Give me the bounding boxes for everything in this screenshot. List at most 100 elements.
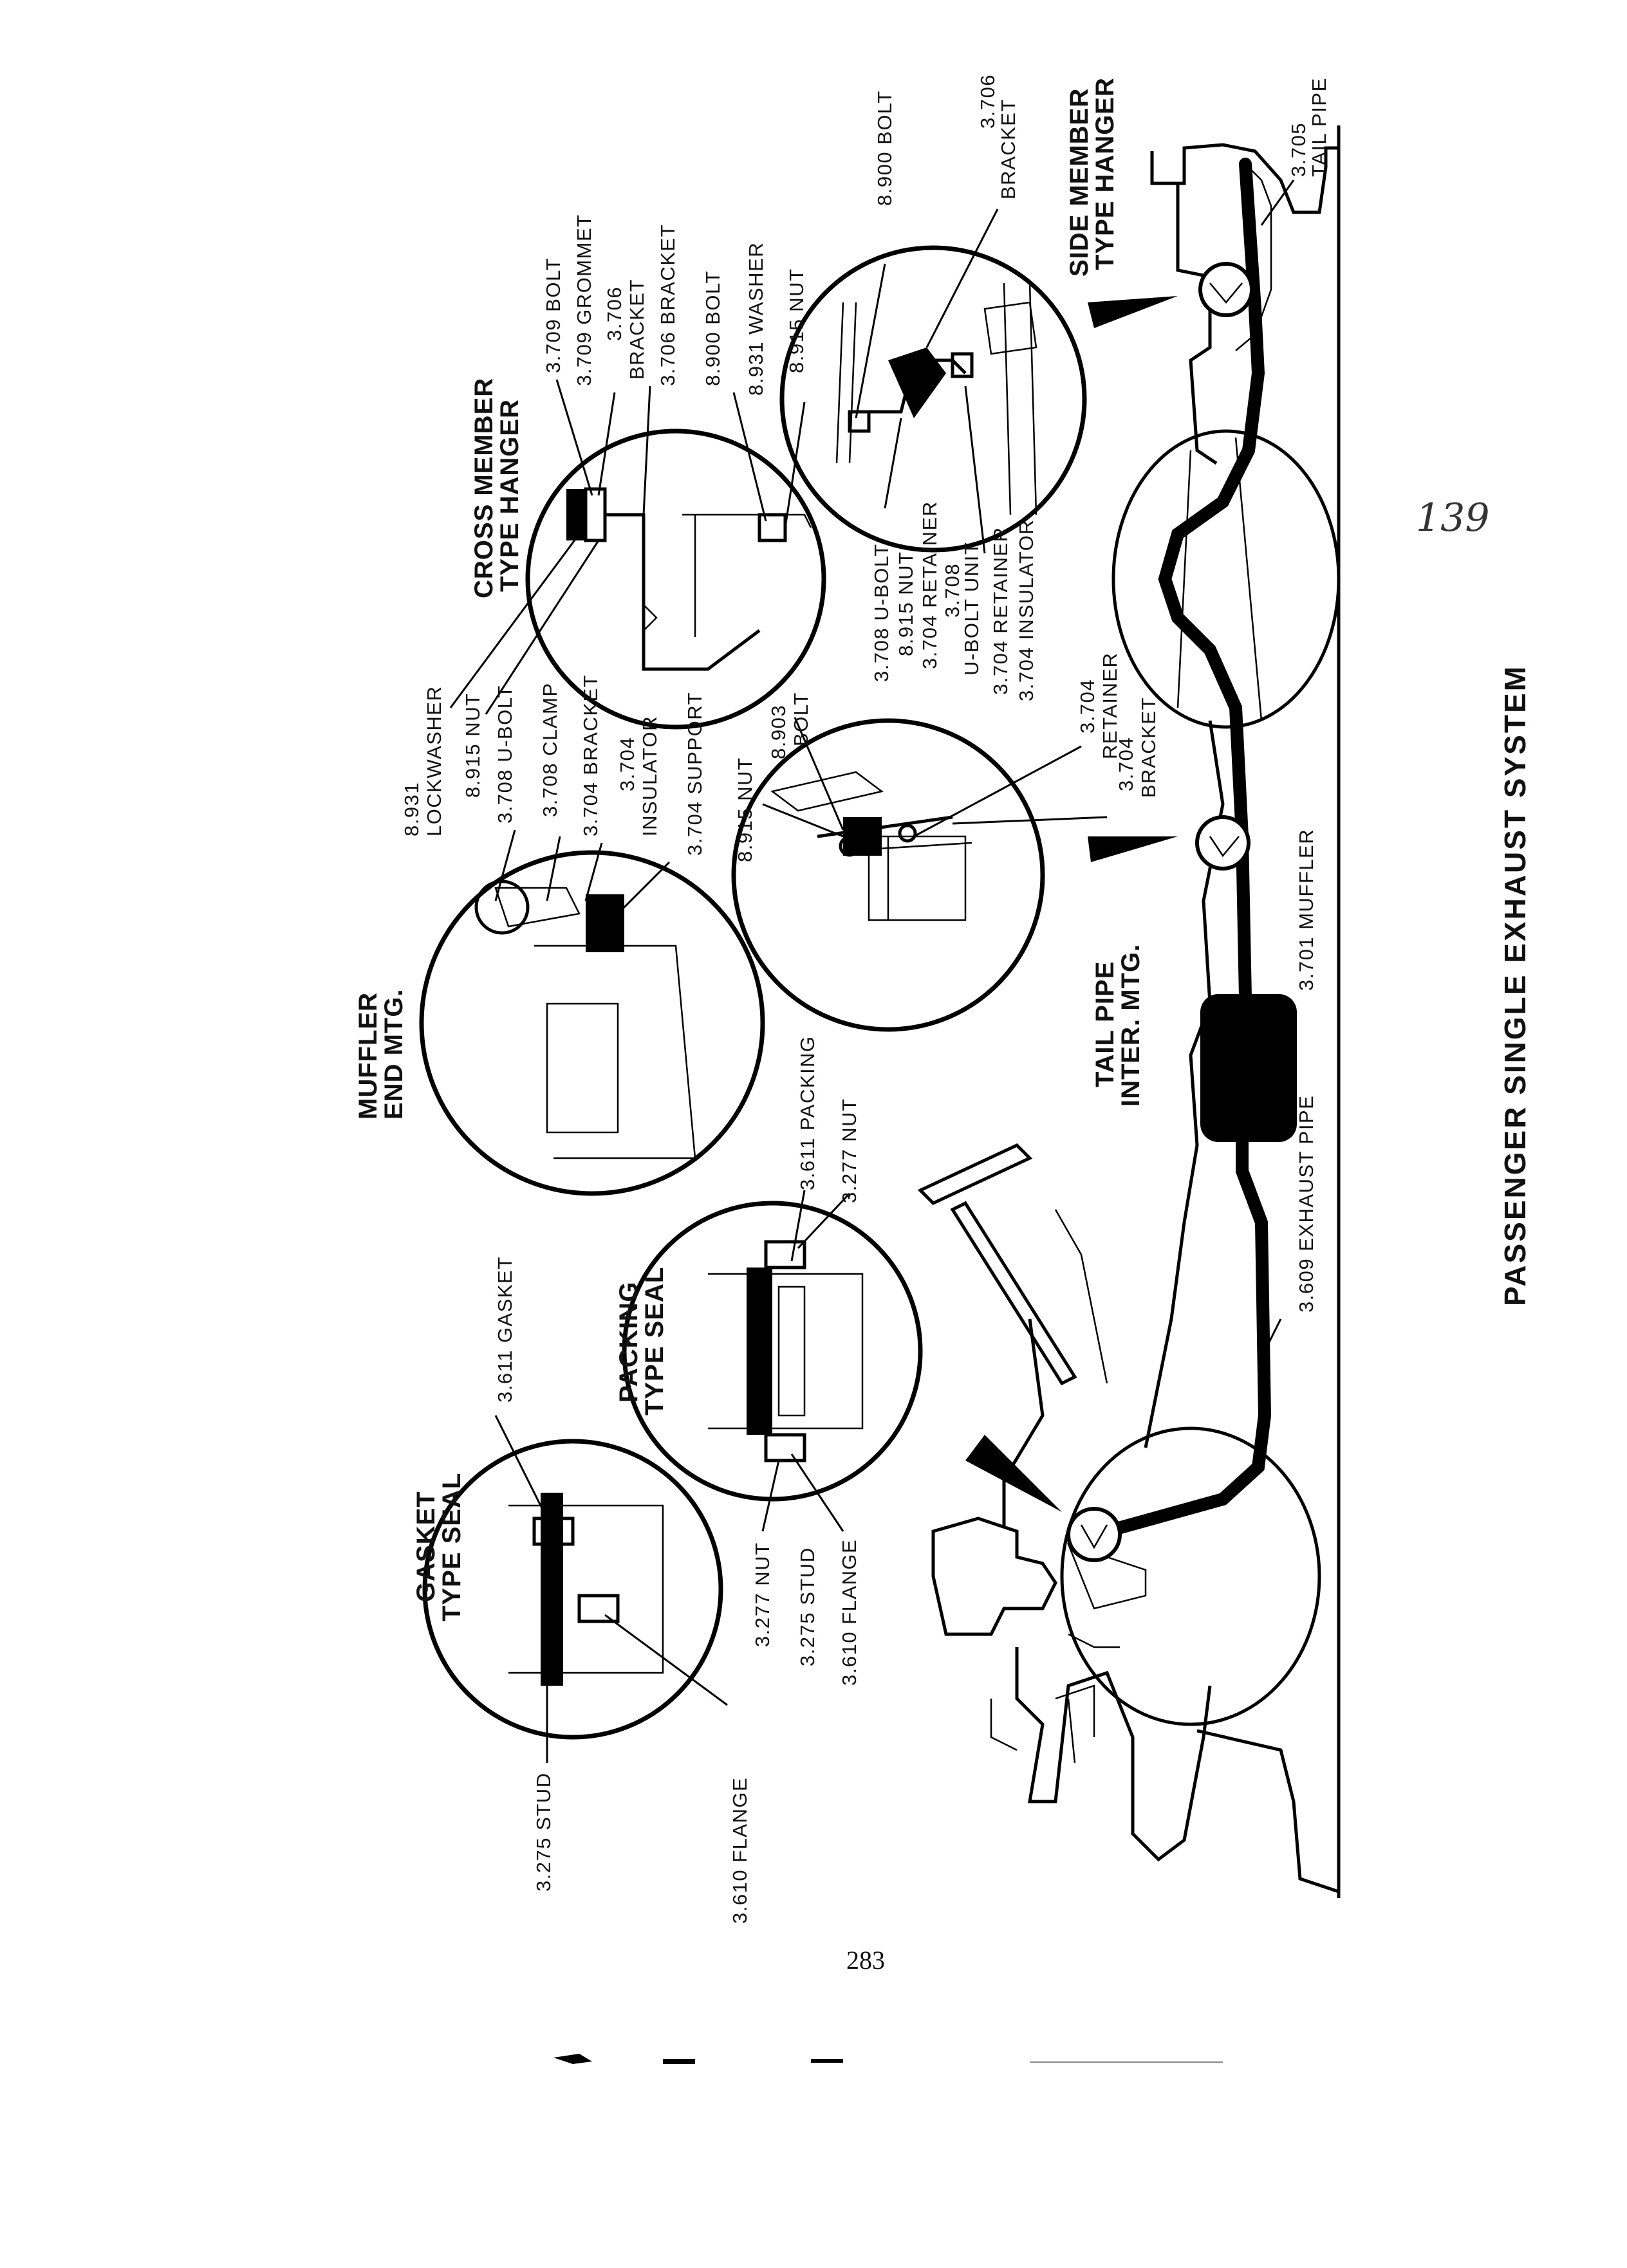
side-bolt-label: 8.900 BOLT (873, 90, 896, 206)
engine-detail (1066, 1542, 1147, 1610)
leader-packing-flange (790, 1453, 844, 1532)
gasket-nut-top (532, 1517, 575, 1546)
side-member-locator-detail (1209, 282, 1243, 304)
crossmember-bar (917, 1143, 1033, 1206)
transmission-outline (1002, 1318, 1045, 1544)
frame-front-detail (1055, 1684, 1095, 1764)
frame-front-tab (990, 1699, 1018, 1751)
cross-nut-label: 8.915 NUT (785, 268, 808, 373)
gasket-title-1: GASKET (412, 1491, 440, 1602)
leader-muffler (1254, 997, 1282, 1043)
cross-member-clip (643, 604, 658, 631)
muffler-clamp-label: 3.708 CLAMP (539, 683, 561, 818)
packing-flange-label: 3.610 FLANGE (838, 1539, 860, 1686)
leader-cross-grommet (597, 392, 616, 496)
side-bracket-label-num: 3.706 (976, 74, 999, 129)
muffler-ubolt-label: 3.708 U-BOLT (494, 685, 516, 824)
packing-nut-bottom (764, 1433, 806, 1462)
leader-side-ubolt (884, 418, 902, 509)
leader-tail-pipe (1260, 180, 1295, 226)
side-bracket-label: BRACKET (997, 98, 1019, 199)
engine-bolt (1068, 1633, 1120, 1648)
muffler-end-title-2: END MTG. (380, 988, 408, 1120)
muffler-end-detail (419, 850, 765, 1196)
packing-title-2: TYPE SEAL (640, 1267, 669, 1415)
leader-tail-nut (762, 803, 844, 838)
cross-member-grommet (566, 489, 586, 540)
packing-detail (622, 1201, 923, 1502)
cross-member-detail (525, 429, 826, 730)
cross-member-title-1: CROSS MEMBER (470, 378, 498, 598)
side-ubolt-unit-num: 3.708 (941, 563, 963, 618)
leader-side-retainer (964, 385, 986, 554)
front-locator-detail (1080, 1524, 1108, 1549)
scan-mark-3 (811, 2059, 843, 2063)
side-member-title-2: TYPE HANGER (1091, 77, 1119, 270)
packing-nut-label: 3.277 NUT (751, 1542, 774, 1647)
cross-member-bracket (605, 513, 761, 671)
frame-inner-line (1054, 1209, 1108, 1384)
gasket-pipe-outline (508, 1504, 664, 1674)
labels: PASSENGER SINGLE EXHAUST SYSTEM 3.705 TA… (354, 74, 1532, 1924)
tail-bracket-num: 3.704 (1115, 737, 1137, 791)
side-member-title-1: SIDE MEMBER (1065, 88, 1093, 277)
leader-cross-bolt2 (732, 392, 767, 522)
tail-pipe-label-num: 3.705 (1287, 122, 1310, 177)
exhaust-pipe-label: 3.609 EXHAUST PIPE (1295, 1095, 1317, 1313)
gasket-ring (541, 1493, 563, 1686)
side-member-pipe (1003, 282, 1037, 515)
tail-retainer-label: RETAINER (1099, 652, 1121, 759)
tail-pipe-inter-bolt (839, 835, 860, 857)
leader-tail-bracket (952, 816, 1108, 825)
side-retainer-label: 3.704 RETAINER (918, 501, 941, 669)
leader-tail-bolt (794, 717, 844, 831)
tail-pipe-inter-detail (731, 718, 1045, 1032)
rear-axle-lines (1176, 437, 1263, 721)
muffler-end-circle (419, 850, 765, 1196)
gasket-stud-label: 3.275 STUD (532, 1772, 555, 1892)
exhaust-pipe (1094, 1132, 1272, 1551)
scan-mark-2 (663, 2059, 695, 2064)
muffler-end-frame (546, 1002, 619, 1134)
gasket-label: 3.611 GASKET (494, 1256, 516, 1403)
side-retainer2-label: 3.704 RETAINER (989, 526, 1012, 695)
muffler-bracket-label: 3.704 BRACKET (579, 674, 602, 836)
muffler-label: 3.701 MUFFLER (1295, 829, 1317, 991)
cross-bracket-a-label: BRACKET (626, 279, 648, 380)
tail-pipe-inter-nut (898, 824, 917, 843)
side-member-insulator (888, 347, 946, 418)
chassis-outline (917, 125, 1341, 1898)
side-nut-label: 8.915 NUT (895, 551, 917, 656)
muffler-end-pipe (474, 880, 530, 935)
side-member-clamp (983, 301, 1037, 355)
tail-pipe-inter-title-2: INTER. MTG. (1117, 944, 1145, 1107)
side-insulator-label: 3.704 INSULATOR (1015, 519, 1037, 701)
cross-bolt-label: 3.709 BOLT (542, 257, 564, 373)
leader-side-bolt (855, 263, 886, 419)
brace-bar (950, 1201, 1077, 1386)
tail-bolt-label: BOLT (790, 692, 812, 746)
leader-cross-lockwasher (449, 533, 581, 708)
scan-mark-1 (553, 2054, 592, 2064)
packing-stud-label: 3.275 STUD (796, 1547, 819, 1666)
muffler-insulator-label: INSULATOR (638, 715, 661, 836)
muffler-end-insulator (586, 894, 624, 952)
packing-nut-top (764, 1240, 806, 1269)
leader-muffler-support (617, 861, 671, 915)
leader-cross-bolt (555, 379, 593, 496)
exhaust-route (965, 158, 1297, 1562)
scan-artifacts (553, 2054, 1223, 2064)
side-member-bolt-head (848, 410, 871, 433)
cross-member-title-2: TYPE HANGER (496, 399, 524, 592)
tail-pipe-inter-locator (1195, 815, 1250, 871)
tail-pipe-inter-pipe (770, 771, 884, 812)
muffler-support-label: 3.704 SUPPORT (683, 692, 706, 856)
rear-axle-housing (1111, 429, 1341, 729)
leader-packing-stud (761, 1460, 780, 1532)
cross-nut2-label: 8.915 NUT (461, 693, 484, 798)
cross-lockwasher-label: LOCKWASHER (423, 686, 445, 836)
tail-pipe (1158, 158, 1265, 1004)
side-member-locator (1198, 262, 1254, 317)
